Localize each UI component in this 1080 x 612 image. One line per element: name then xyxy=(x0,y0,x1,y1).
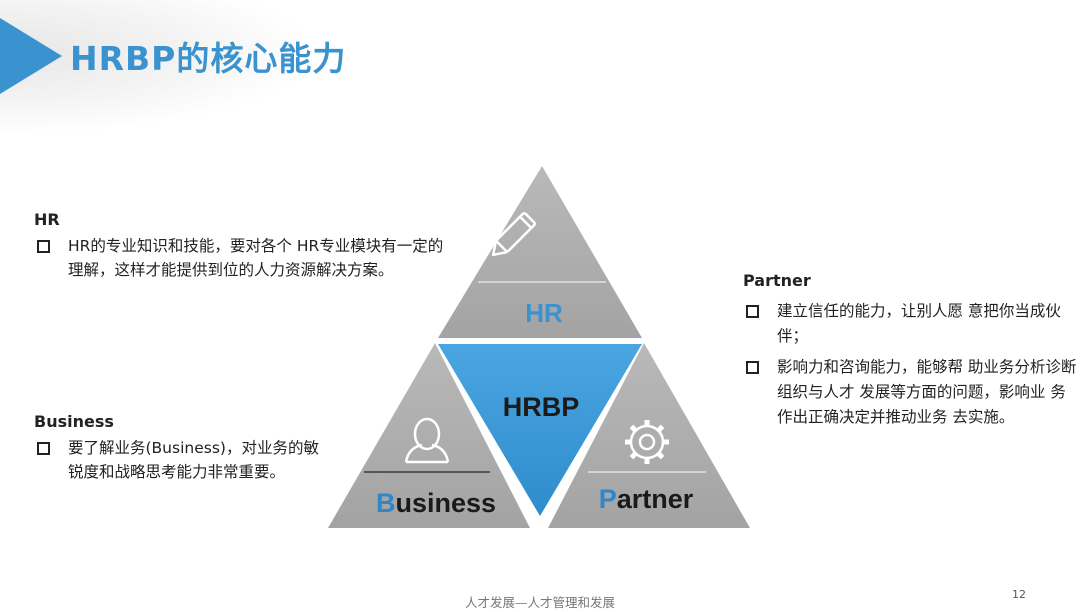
partner-initial: P xyxy=(599,484,617,514)
business-initial: B xyxy=(376,488,396,518)
business-description: Business 要了解业务(Business)，对业务的敏锐度和战略思考能力非… xyxy=(34,410,324,484)
hrbp-label: HRBP xyxy=(503,392,580,422)
partner-bullet-2: 影响力和咨询能力，能够帮 助业务分析诊断组织与人才 发展等方面的问题，影响业 务… xyxy=(743,355,1078,430)
business-label: Business xyxy=(376,488,496,518)
hr-heading: HR xyxy=(34,210,60,229)
page-title: HRBP的核心能力 xyxy=(70,39,347,78)
hr-label: HR xyxy=(525,298,563,328)
partner-heading: Partner xyxy=(743,271,811,290)
partner-description: Partner 建立信任的能力，让别人愿 意把你当成伙伴； 影响力和咨询能力，能… xyxy=(743,268,1078,430)
partner-rest: artner xyxy=(617,484,694,514)
hrbp-center-triangle xyxy=(438,344,642,516)
business-rest: usiness xyxy=(395,488,496,518)
partner-bullet-text-2: 影响力和咨询能力，能够帮 助业务分析诊断组织与人才 发展等方面的问题，影响业 务… xyxy=(777,358,1077,426)
user-icon xyxy=(404,417,450,464)
title-arrow-icon xyxy=(0,18,62,94)
partner-bullet-1: 建立信任的能力，让别人愿 意把你当成伙伴； xyxy=(743,299,1078,349)
pencil-icon xyxy=(491,212,536,257)
hrbp-triangle-diagram: HR HRBP Business Partner xyxy=(328,166,750,528)
business-heading: Business xyxy=(34,412,114,431)
hr-description: HR HR的专业知识和技能，要对各个 HR专业模块有一定的理解，这样才能提供到位… xyxy=(34,208,454,282)
hr-triangle xyxy=(438,166,642,338)
corner-shade xyxy=(0,0,300,130)
gear-icon xyxy=(625,420,669,464)
partner-bullet-text-1: 建立信任的能力，让别人愿 意把你当成伙伴； xyxy=(777,302,1061,345)
square-bullet-icon xyxy=(37,240,50,253)
business-bullet: 要了解业务(Business)，对业务的敏锐度和战略思考能力非常重要。 xyxy=(34,436,324,484)
page-number: 12 xyxy=(1012,588,1026,601)
hr-bullet: HR的专业知识和技能，要对各个 HR专业模块有一定的理解，这样才能提供到位的人力… xyxy=(34,234,454,282)
hr-bullet-text: HR的专业知识和技能，要对各个 HR专业模块有一定的理解，这样才能提供到位的人力… xyxy=(68,237,444,279)
business-bullet-text: 要了解业务(Business)，对业务的敏锐度和战略思考能力非常重要。 xyxy=(68,439,319,481)
square-bullet-icon xyxy=(746,361,759,374)
business-triangle xyxy=(328,343,530,528)
square-bullet-icon xyxy=(37,442,50,455)
partner-label: Partner xyxy=(599,484,694,514)
footer-text: 人才发展—人才管理和发展 xyxy=(464,595,615,610)
square-bullet-icon xyxy=(746,305,759,318)
